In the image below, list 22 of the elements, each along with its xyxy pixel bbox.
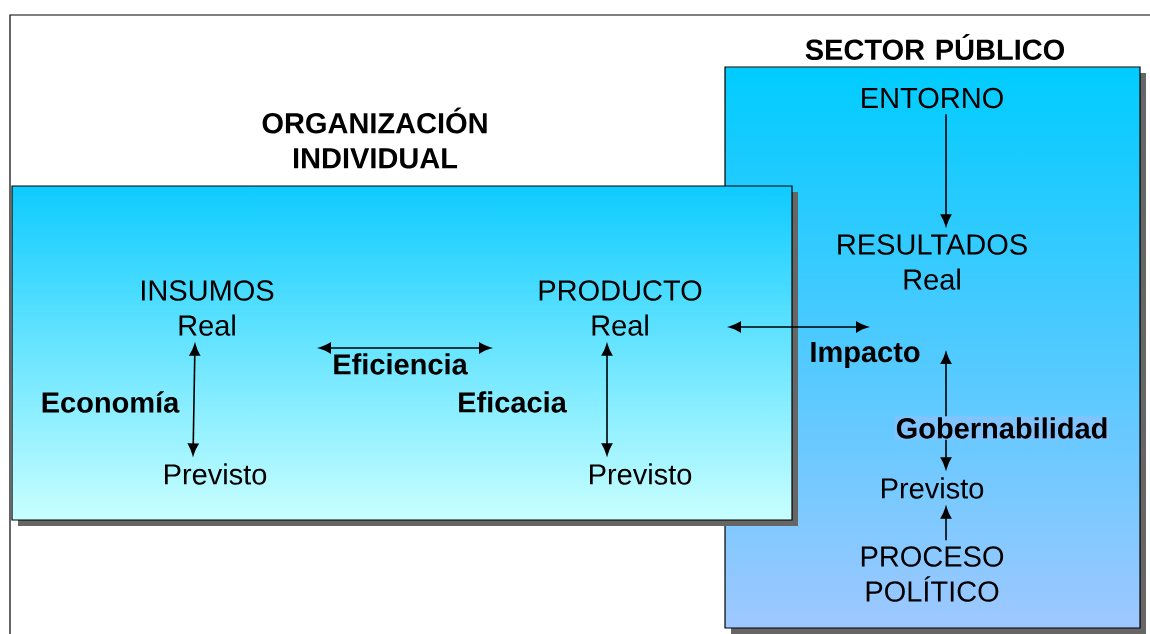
edge-label: Eficacia	[459, 391, 567, 413]
arrow	[940, 352, 952, 470]
edge-label: Economía	[42, 391, 180, 413]
node-text: RESULTADOS Real	[838, 234, 1027, 290]
arrow	[319, 342, 491, 354]
node-text: ENTORNO	[862, 87, 1003, 109]
edge-label: Impacto	[811, 342, 920, 368]
edge-label: Gobernabilidad	[894, 416, 1110, 440]
arrow	[729, 321, 868, 333]
arrow	[940, 506, 952, 542]
arrow	[940, 113, 952, 227]
node-text: Previsto	[165, 463, 267, 485]
arrow	[601, 343, 613, 456]
node-text: PROCESO POLÍTICO	[861, 546, 1004, 602]
arrow	[187, 343, 201, 456]
node-text: PRODUCTO Real	[539, 280, 702, 336]
node-label: SECTOR PÚBLICO	[805, 34, 1065, 60]
node-text: Previsto	[882, 477, 984, 499]
node-text: Previsto	[590, 463, 692, 485]
node-text: INSUMOS Real	[142, 280, 274, 336]
node-label: ORGANIZACIÓN INDIVIDUAL	[262, 107, 487, 169]
edge-label: Eficiencia	[334, 353, 468, 375]
